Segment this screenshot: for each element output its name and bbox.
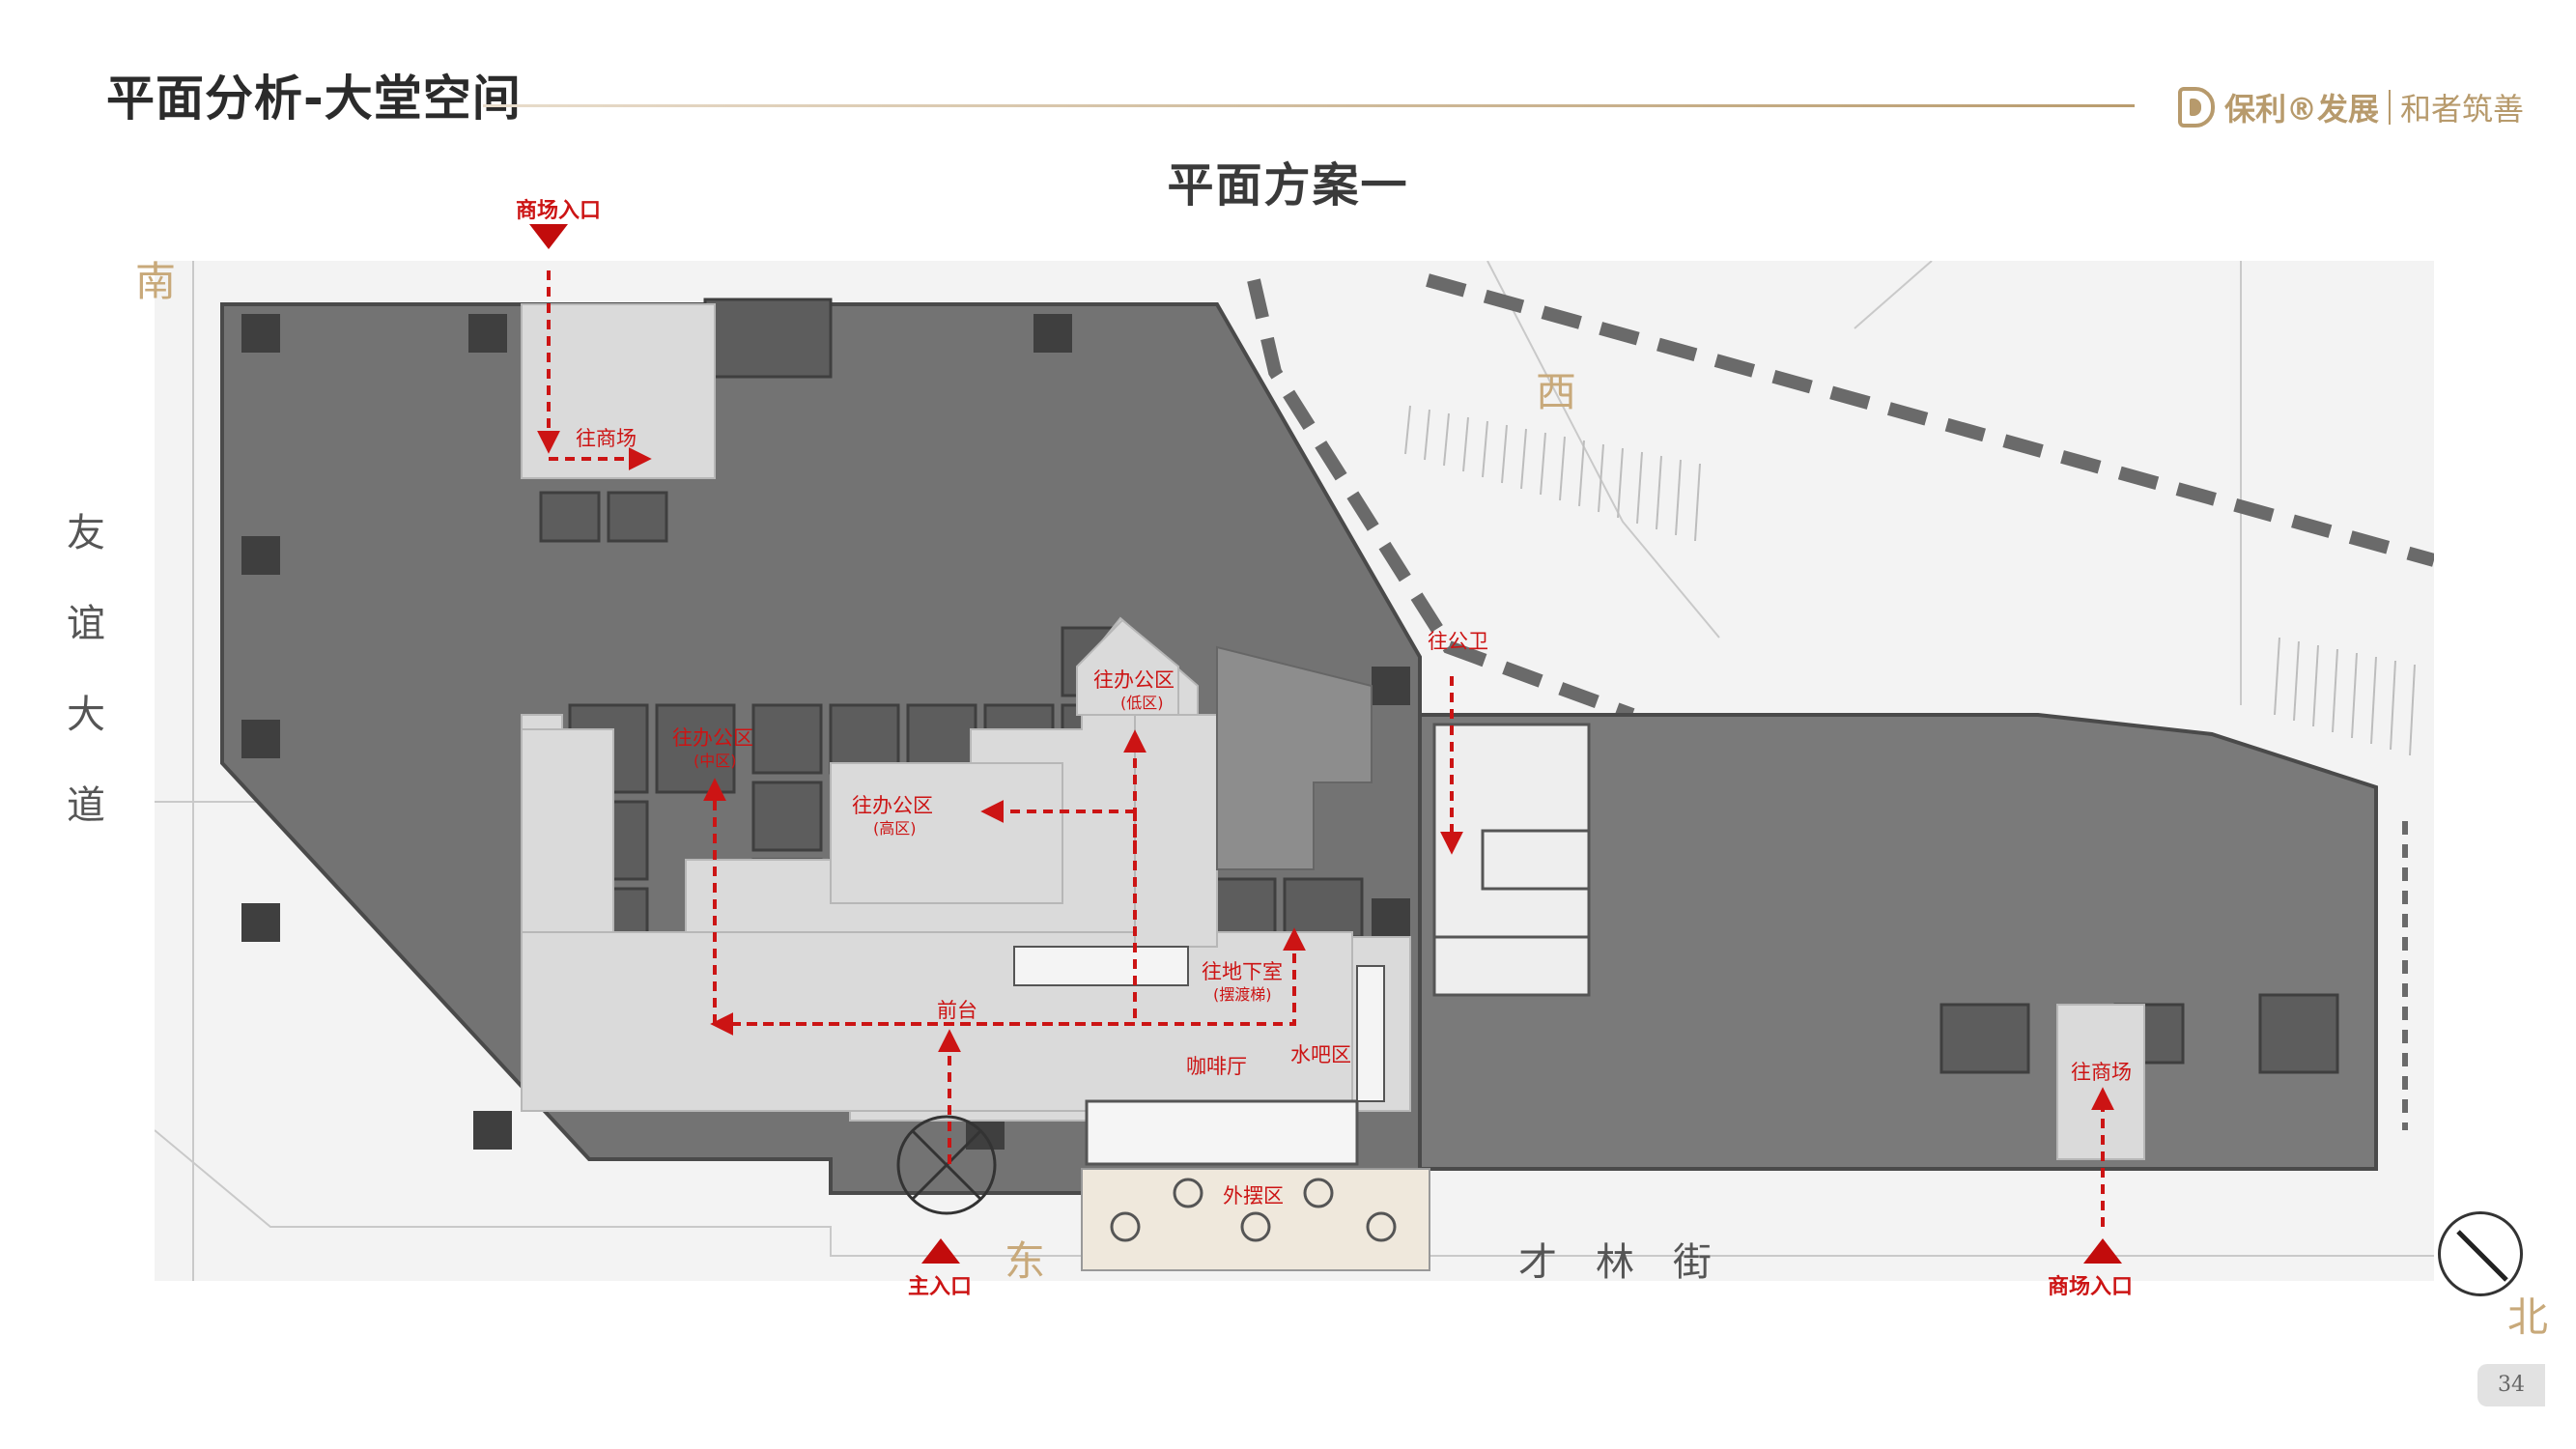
- compass-east: 东: [1005, 1237, 1046, 1285]
- compass-west: 西: [1536, 368, 1577, 415]
- route-to-mall-top: 往商场: [576, 427, 637, 450]
- entrance-mall-top-label: 商场入口: [516, 199, 602, 223]
- route-to-basement-sub: (摆渡梯): [1213, 985, 1272, 1004]
- area-water-bar: 水吧区: [1290, 1043, 1351, 1066]
- water-bar-counter: [1356, 965, 1385, 1102]
- toilet-block: [1432, 723, 1591, 997]
- route-to-toilet: 往公卫: [1428, 630, 1488, 653]
- plan-subtitle: 平面方案一: [1167, 158, 1409, 213]
- entrance-marker-icon: [529, 224, 568, 249]
- route-arrows: [537, 270, 2114, 1227]
- route-to-office-low-sub: (低区): [1120, 694, 1164, 712]
- cafe-furniture: [1085, 1099, 1359, 1166]
- poly-logo-icon: [2178, 87, 2215, 128]
- logo-brand-text: 保利®发展: [2224, 91, 2380, 128]
- parking-hatch: [1404, 405, 2416, 756]
- route-to-office-low: 往办公区: [1093, 668, 1175, 692]
- area-cafe: 咖啡厅: [1186, 1055, 1247, 1078]
- outdoor-terrace: [1081, 1168, 1430, 1271]
- compass-north: 北: [2507, 1293, 2549, 1341]
- area-outdoor: 外摆区: [1223, 1184, 1284, 1208]
- road-left-char: 道: [67, 783, 105, 828]
- road-left-char: 谊: [67, 602, 105, 646]
- route-to-office-mid: 往办公区: [672, 726, 753, 750]
- terrace-tables: [1110, 1178, 1397, 1242]
- entrance-mall-bottom-label: 商场入口: [2048, 1275, 2134, 1299]
- brand-logo: 保利®发展 和者筑善: [2178, 83, 2524, 131]
- floor-plan: [155, 261, 2434, 1281]
- road-left-char: 大: [67, 693, 105, 737]
- header-divider: [483, 104, 2135, 107]
- route-to-office-mid-sub: (中区): [694, 752, 737, 770]
- road-bottom: 才林街: [1518, 1240, 1750, 1285]
- route-to-basement: 往地下室: [1202, 960, 1283, 983]
- page-number: 34: [2477, 1364, 2545, 1406]
- north-arrow-icon: [2438, 1211, 2523, 1296]
- entrance-marker-icon: [921, 1238, 960, 1264]
- atrium-core: [1216, 645, 1373, 870]
- revolving-door: [896, 1115, 997, 1215]
- floor-plan-drawing: [155, 261, 2434, 1281]
- area-reception: 前台: [937, 999, 977, 1022]
- entrance-marker-icon: [2083, 1238, 2122, 1264]
- road-left: 友 谊 大 道: [62, 488, 110, 851]
- route-to-mall-right: 往商场: [2071, 1061, 2132, 1084]
- compass-south: 南: [135, 258, 177, 305]
- property-boundary: [1247, 273, 2434, 722]
- structural-columns: [241, 314, 1410, 1150]
- route-to-office-high: 往办公区: [852, 794, 933, 817]
- logo-separator: [2389, 90, 2392, 125]
- route-to-office-high-sub: (高区): [873, 819, 917, 838]
- entrance-main-label: 主入口: [908, 1275, 973, 1299]
- logo-slogan-text: 和者筑善: [2400, 91, 2525, 128]
- reception-desk: [1013, 946, 1189, 986]
- road-left-char: 友: [67, 511, 105, 555]
- page-title: 平面分析-大堂空间: [106, 71, 522, 127]
